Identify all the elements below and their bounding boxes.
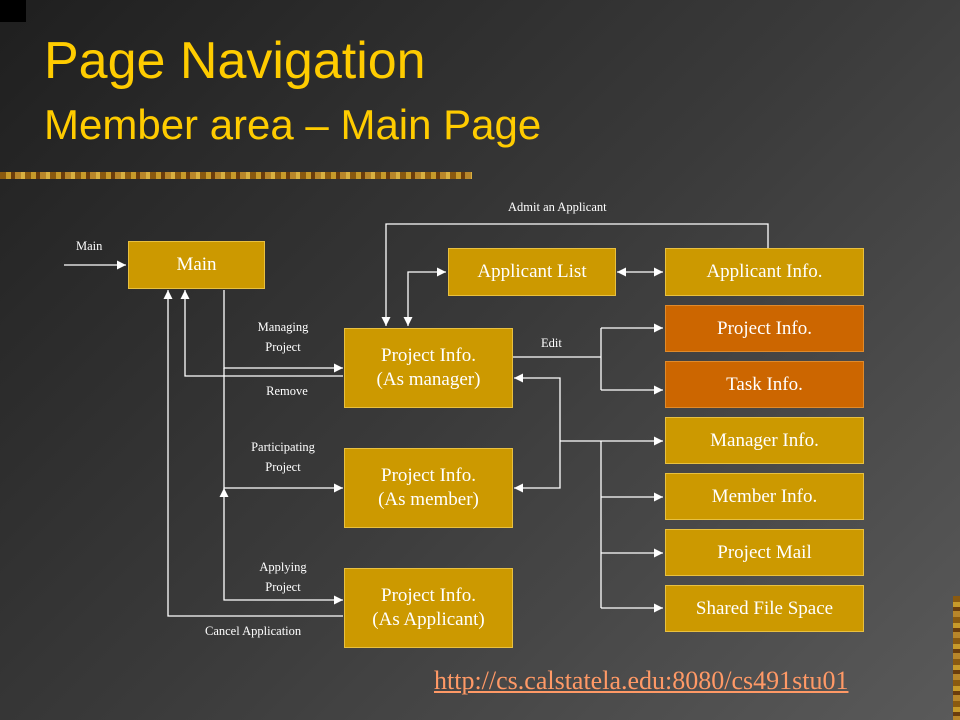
label-cancel-application: Cancel Application bbox=[205, 624, 302, 638]
node-task-info: Task Info. bbox=[665, 361, 864, 408]
label-applying-project: Applying Project bbox=[259, 560, 307, 594]
site-url-link[interactable]: http://cs.calstatela.edu:8080/cs491stu01 bbox=[434, 666, 849, 695]
slide-title: Page Navigation bbox=[44, 32, 426, 90]
node-applicant-info: Applicant Info. bbox=[665, 248, 864, 296]
label-participating-project: Participating Project bbox=[251, 440, 315, 474]
remove-arrow bbox=[180, 290, 343, 377]
cancel-application-arrow bbox=[163, 290, 343, 617]
node-shared-file-space: Shared File Space bbox=[665, 585, 864, 632]
label-admit-applicant: Admit an Applicant bbox=[508, 200, 607, 214]
node-main: Main bbox=[128, 241, 265, 289]
node-applicant-list: Applicant List bbox=[448, 248, 616, 296]
node-project-info-applicant: Project Info. (As Applicant) bbox=[344, 568, 513, 648]
title-divider bbox=[0, 172, 472, 179]
node-manager-info: Manager Info. bbox=[665, 417, 864, 464]
node-project-info-member: Project Info. (As member) bbox=[344, 448, 513, 528]
label-managing-project: Managing Project bbox=[257, 320, 309, 354]
label-entry-main: Main bbox=[76, 239, 103, 253]
corner-block bbox=[0, 0, 26, 22]
admit-applicant-arrow bbox=[381, 223, 769, 326]
shared-to-manager-arrow bbox=[514, 373, 561, 441]
shared-to-member-arrow bbox=[514, 441, 561, 493]
node-member-info: Member Info. bbox=[665, 473, 864, 520]
slide-subtitle: Member area – Main Page bbox=[44, 101, 542, 148]
node-project-info: Project Info. bbox=[665, 305, 864, 352]
node-project-mail: Project Mail bbox=[665, 529, 864, 576]
node-project-info-manager: Project Info. (As manager) bbox=[344, 328, 513, 408]
label-remove: Remove bbox=[266, 384, 308, 398]
label-edit: Edit bbox=[541, 336, 562, 350]
side-divider bbox=[953, 596, 960, 720]
applying-project-arrow bbox=[219, 488, 343, 605]
applicant-list-manager-arrow bbox=[403, 267, 446, 326]
